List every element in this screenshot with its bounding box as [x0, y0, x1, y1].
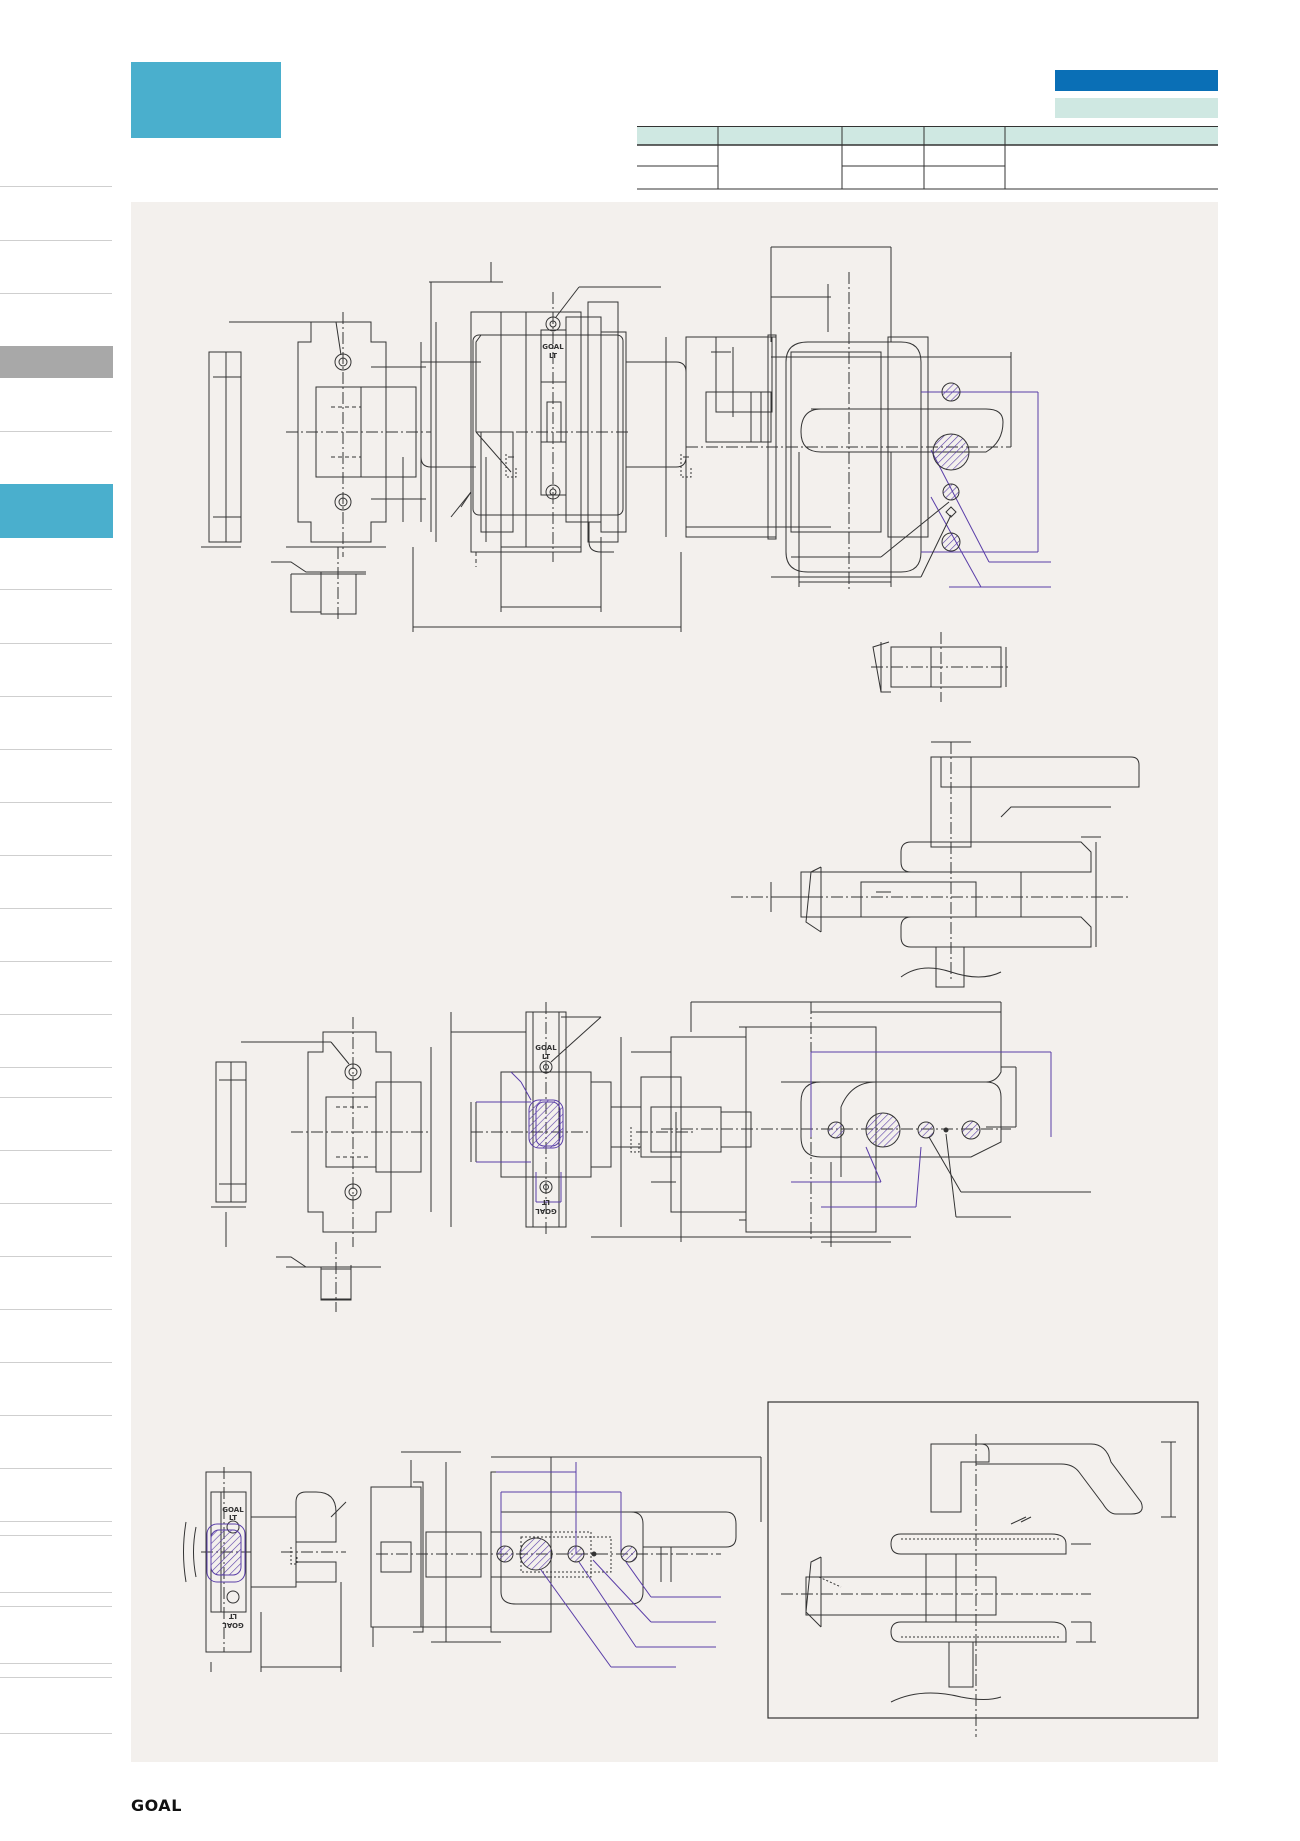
lever-side-view-4: [370, 1451, 762, 1647]
tubular-latch-dims-3: [476, 1071, 562, 1203]
side-nav-rule: [0, 1362, 112, 1363]
side-nav-rule: [0, 1203, 112, 1204]
side-nav-rule: [0, 961, 112, 962]
lever-side-view-1: [665, 246, 1012, 702]
side-nav-rule: [0, 1014, 112, 1015]
lever-rosette-dims-3: [791, 1051, 1052, 1208]
side-nav-rule: [0, 696, 112, 697]
spec-table: [637, 126, 1218, 190]
lever-side-view-3: [620, 1001, 1017, 1247]
lever-section-top-2: [731, 741, 1140, 988]
side-nav-rule: [0, 802, 112, 803]
brand-logo: GOAL: [131, 1796, 182, 1815]
side-nav-rule: [0, 908, 112, 909]
category-bar-primary: [1055, 70, 1218, 91]
side-nav-rule: [0, 1097, 112, 1098]
side-nav-rule: [0, 1663, 112, 1664]
lever-rosette-holes-1: [771, 382, 970, 578]
drawing-stamp-text: LT: [542, 1053, 550, 1061]
side-nav-rule: [0, 186, 112, 187]
strike-plate-front-3: [211, 1017, 432, 1312]
tubular-latch-spindle-4: [206, 1523, 246, 1583]
lever-rosette-dims-4: [496, 1462, 721, 1668]
side-nav-rule: [0, 240, 112, 241]
lever-section-inset: [781, 1434, 1176, 1737]
side-nav-rule: [0, 1592, 112, 1593]
tubular-latch-front-4: [183, 1467, 347, 1672]
spec-table-header: [637, 126, 1218, 145]
side-nav-rule: [0, 855, 112, 856]
lever-rosette-holes-3: [827, 1112, 1091, 1218]
tubular-latch-spindle-3: [528, 1099, 564, 1149]
drawing-stamp-text: GOAL: [222, 1621, 244, 1629]
side-nav-rule: [0, 1309, 112, 1310]
drawing-stamp-text: GOAL: [542, 343, 564, 351]
strike-plate-front-1: [201, 312, 437, 622]
technical-drawings: GOAL LT: [183, 246, 1199, 1737]
side-nav-rule: [0, 643, 112, 644]
drawing-stamp-text: LT: [229, 1514, 237, 1522]
side-nav-tab-active[interactable]: [0, 484, 113, 538]
drawing-stamp-text: LT: [549, 352, 557, 360]
drawing-stamp-text: LT: [542, 1198, 550, 1206]
side-nav-tab-inactive[interactable]: [0, 346, 113, 378]
side-nav-rule: [0, 1733, 112, 1734]
side-nav-rule: [0, 589, 112, 590]
drawing-stamp-text: GOAL: [535, 1044, 557, 1052]
side-nav-rule: [0, 1468, 112, 1469]
drawing-stamp-text: GOAL: [222, 1506, 244, 1514]
side-nav-rule: [0, 1067, 112, 1068]
category-bar-secondary: [1055, 98, 1218, 118]
side-nav-rule: [0, 749, 112, 750]
drawing-stamp-text: GOAL: [535, 1207, 557, 1215]
inset-frame: [767, 1401, 1199, 1719]
tubular-latch-front-3: [450, 1002, 696, 1242]
side-nav-rule: [0, 1521, 112, 1522]
lever-latch-front-1: [402, 262, 692, 632]
side-nav-rule: [0, 293, 112, 294]
drawing-stamp-text: LT: [229, 1612, 237, 1620]
side-nav-rule: [0, 1256, 112, 1257]
section-badge: [131, 62, 281, 138]
side-nav-rule: [0, 1415, 112, 1416]
side-nav-rule: [0, 1150, 112, 1151]
drawing-panel: GOAL LT: [131, 202, 1218, 1762]
lever-rosette-holes-4: [496, 1537, 638, 1571]
side-nav-rule: [0, 1535, 112, 1536]
side-nav-rule: [0, 1677, 112, 1678]
side-nav-rule: [0, 1606, 112, 1607]
side-nav-rule: [0, 431, 112, 432]
lever-rosette-dims-1: [921, 391, 1051, 588]
